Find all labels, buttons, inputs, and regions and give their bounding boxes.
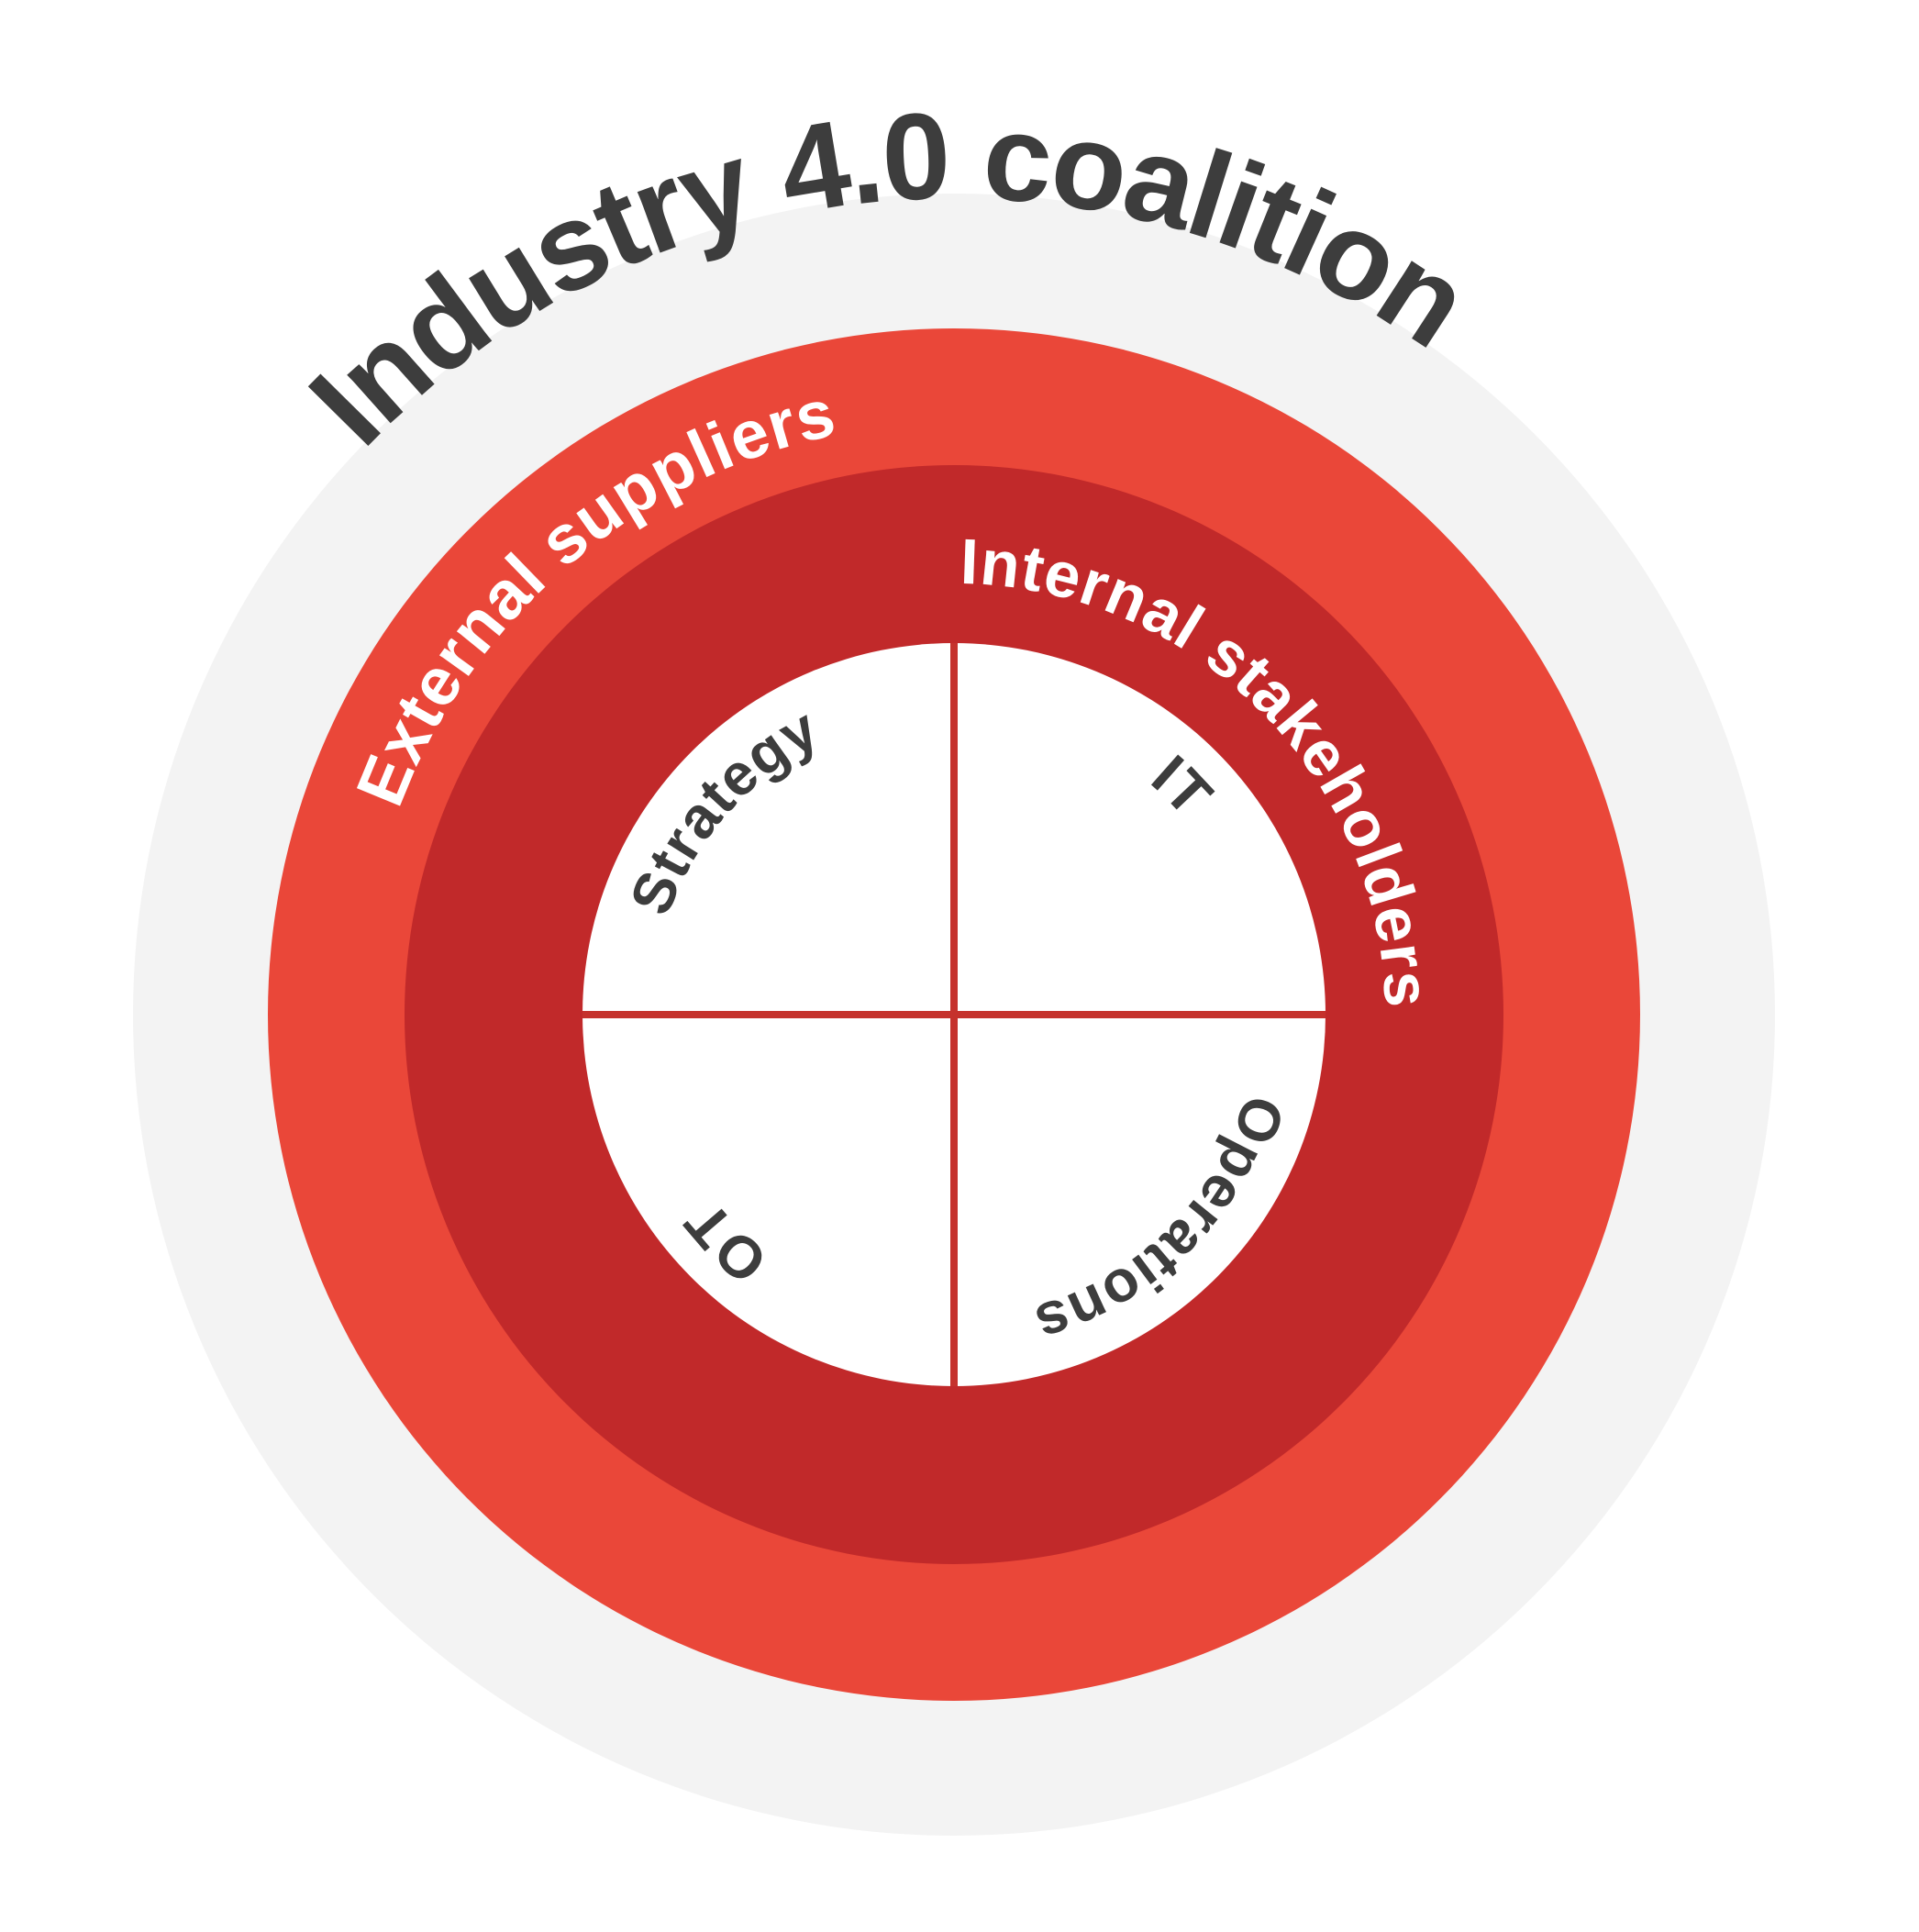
industry-coalition-diagram: Industry 4.0 coalition External supplier… — [133, 87, 1775, 1836]
coalition-rings-svg: Industry 4.0 coalition External supplier… — [133, 87, 1775, 1836]
